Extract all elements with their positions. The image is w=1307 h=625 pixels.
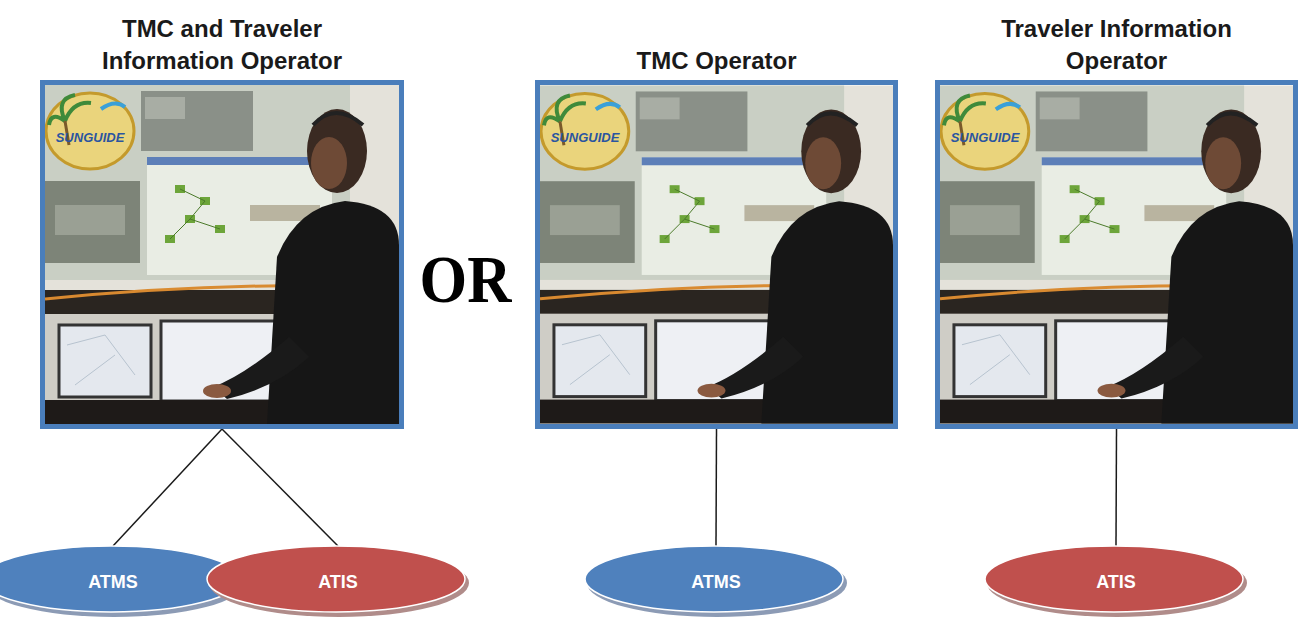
- system-name: ATIS: [205, 572, 471, 593]
- logo-text: SUNGUIDE: [542, 130, 628, 145]
- connector-line: [113, 429, 222, 546]
- logo-text: SUNGUIDE: [942, 130, 1028, 145]
- role-heading: TMC and Traveler Information Operator: [62, 13, 382, 77]
- connector-line: [715, 429, 717, 546]
- role-heading: TMC Operator: [557, 45, 877, 77]
- logo-text: SUNGUIDE: [47, 130, 133, 145]
- system-name: ATMS: [583, 572, 849, 593]
- role-heading: Traveler Information Operator: [957, 13, 1277, 77]
- system-oval: ATMS: [583, 545, 849, 619]
- system-oval: ATIS: [983, 545, 1249, 619]
- or-label: OR: [409, 244, 522, 314]
- connector-line: [1115, 429, 1117, 546]
- connector-line: [222, 429, 338, 546]
- system-oval: ATIS: [205, 545, 471, 619]
- system-name: ATIS: [983, 572, 1249, 593]
